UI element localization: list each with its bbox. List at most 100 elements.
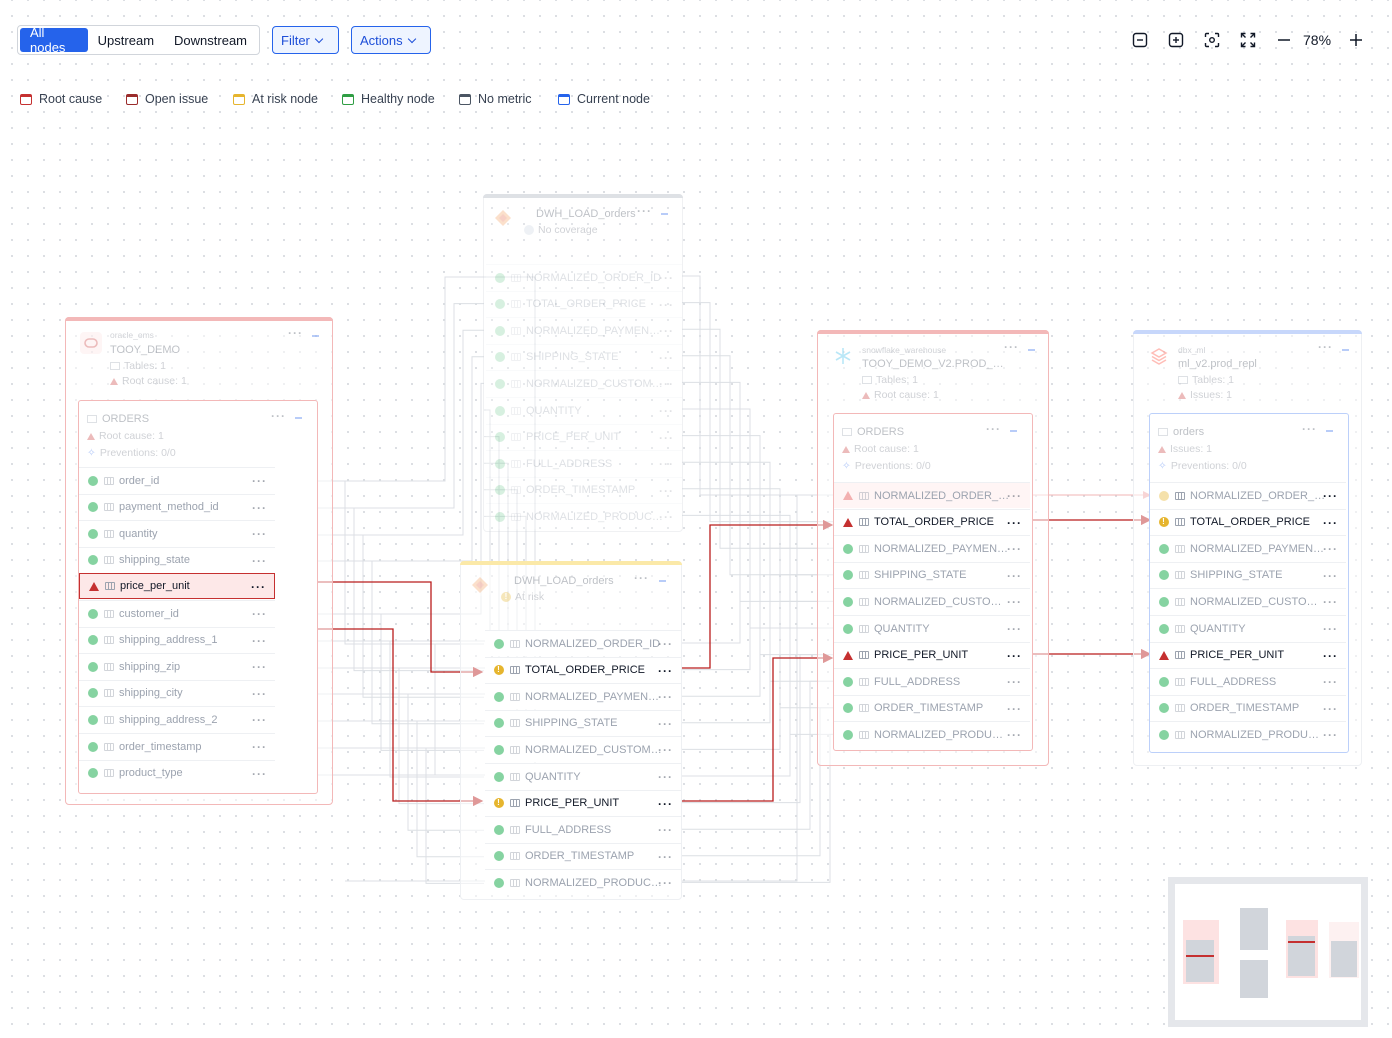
fullscreen-icon[interactable] xyxy=(1238,30,1258,50)
column-more-icon[interactable]: ··· xyxy=(252,607,267,621)
column-more-icon[interactable]: ··· xyxy=(658,823,673,838)
column-row[interactable]: shipping_state··· xyxy=(79,546,275,573)
column-row[interactable]: QUANTITY··· xyxy=(485,763,681,789)
column-more-icon[interactable]: ··· xyxy=(1323,675,1338,690)
column-more-icon[interactable]: ··· xyxy=(659,297,674,312)
view-downstream-button[interactable]: Downstream xyxy=(174,32,247,48)
column-row[interactable]: order_id··· xyxy=(79,467,275,493)
column-more-icon[interactable]: ··· xyxy=(659,483,674,498)
column-more-icon[interactable]: ··· xyxy=(1007,595,1022,610)
column-row[interactable]: product_type··· xyxy=(79,759,275,786)
column-row[interactable]: QUANTITY··· xyxy=(486,397,682,423)
column-row[interactable]: TOTAL_ORDER_PRICE··· xyxy=(486,290,682,317)
dwh-top-collapse-icon[interactable] xyxy=(661,213,668,215)
column-row[interactable]: shipping_zip··· xyxy=(79,653,275,680)
column-row[interactable]: QUANTITY··· xyxy=(834,615,1030,641)
source-node-snowflake[interactable]: snowflake_warehouse TOOY_DEMO_V2.PROD_… … xyxy=(817,330,1049,766)
column-more-icon[interactable]: ··· xyxy=(252,633,267,648)
column-more-icon[interactable]: ··· xyxy=(659,350,674,365)
snowflake-orders-table[interactable]: ORDERS Root cause: 1 ✧ Preventions: 0/0 … xyxy=(833,413,1033,751)
dwh-mid-more-icon[interactable]: ··· xyxy=(634,571,649,585)
view-all-nodes-button[interactable]: All nodes xyxy=(20,25,88,55)
column-more-icon[interactable]: ··· xyxy=(1007,728,1022,743)
column-more-icon[interactable]: ··· xyxy=(658,849,673,864)
column-row[interactable]: NORMALIZED_ORDER_…··· xyxy=(834,482,1030,508)
column-more-icon[interactable]: ··· xyxy=(1323,648,1338,663)
column-more-icon[interactable]: ··· xyxy=(1007,648,1022,663)
dwh-load-orders-node-at-risk[interactable]: DWH_LOAD_orders ! At risk ··· NORMALIZED… xyxy=(460,561,682,900)
column-more-icon[interactable]: ··· xyxy=(658,796,673,811)
snowflake-collapse-icon[interactable] xyxy=(1028,349,1035,351)
column-row[interactable]: NORMALIZED_CUSTOM…··· xyxy=(485,736,681,763)
column-row[interactable]: !PRICE_PER_UNIT··· xyxy=(485,789,681,816)
dwh-mid-collapse-icon[interactable] xyxy=(659,580,666,582)
column-more-icon[interactable]: ··· xyxy=(1323,701,1338,716)
column-more-icon[interactable]: ··· xyxy=(659,377,674,392)
column-row[interactable]: shipping_address_1··· xyxy=(79,626,275,653)
column-row[interactable]: NORMALIZED_PAYMEN…··· xyxy=(485,683,681,710)
column-more-icon[interactable]: ··· xyxy=(658,716,673,731)
column-more-icon[interactable]: ··· xyxy=(658,876,673,891)
column-more-icon[interactable]: ··· xyxy=(1323,595,1338,610)
filter-button[interactable]: Filter xyxy=(272,26,339,54)
table-more-icon[interactable]: ··· xyxy=(1302,422,1317,436)
dwh-top-more-icon[interactable]: ··· xyxy=(637,204,652,218)
column-row[interactable]: NORMALIZED_ORDER_ID··· xyxy=(486,264,682,290)
column-row[interactable]: PRICE_PER_UNIT··· xyxy=(486,423,682,450)
column-row[interactable]: SHIPPING_STATE··· xyxy=(485,709,681,736)
column-more-icon[interactable]: ··· xyxy=(252,527,267,542)
column-row[interactable]: shipping_address_2··· xyxy=(79,706,275,733)
column-row[interactable]: ORDER_TIMESTAMP··· xyxy=(485,842,681,869)
column-row[interactable]: FULL_ADDRESS··· xyxy=(485,816,681,843)
column-row[interactable]: NORMALIZED_ORDER_…··· xyxy=(1150,482,1346,508)
column-more-icon[interactable]: ··· xyxy=(658,743,673,758)
zoom-in-icon[interactable] xyxy=(1346,30,1366,50)
column-more-icon[interactable]: ··· xyxy=(659,430,674,445)
column-row[interactable]: NORMALIZED_PRODUC…··· xyxy=(486,503,682,530)
table-more-icon[interactable]: ··· xyxy=(986,422,1001,436)
column-row[interactable]: NORMALIZED_ORDER_ID··· xyxy=(485,630,681,656)
column-row[interactable]: QUANTITY··· xyxy=(1150,615,1346,641)
column-row[interactable]: NORMALIZED_CUSTOM…··· xyxy=(486,370,682,397)
column-more-icon[interactable]: ··· xyxy=(658,770,673,784)
column-more-icon[interactable]: ··· xyxy=(252,686,267,701)
column-more-icon[interactable]: ··· xyxy=(252,660,267,675)
column-row[interactable]: TOTAL_ORDER_PRICE··· xyxy=(834,508,1030,535)
column-row[interactable]: payment_method_id··· xyxy=(79,493,275,520)
column-more-icon[interactable]: ··· xyxy=(659,271,674,285)
snowflake-more-icon[interactable]: ··· xyxy=(1004,340,1019,354)
column-more-icon[interactable]: ··· xyxy=(658,690,673,705)
column-row[interactable]: FULL_ADDRESS··· xyxy=(486,450,682,477)
column-more-icon[interactable]: ··· xyxy=(658,637,673,651)
column-more-icon[interactable]: ··· xyxy=(1323,515,1338,530)
column-more-icon[interactable]: ··· xyxy=(1007,489,1022,503)
column-more-icon[interactable]: ··· xyxy=(252,766,267,781)
table-collapse-icon[interactable] xyxy=(1326,430,1333,432)
column-row[interactable]: !TOTAL_ORDER_PRICE··· xyxy=(485,656,681,683)
table-collapse-icon[interactable] xyxy=(1010,430,1017,432)
column-row[interactable]: ORDER_TIMESTAMP··· xyxy=(486,476,682,503)
column-row[interactable]: !TOTAL_ORDER_PRICE··· xyxy=(1150,508,1346,535)
oracle-collapse-icon[interactable] xyxy=(312,335,319,337)
column-more-icon[interactable]: ··· xyxy=(1323,568,1338,583)
column-row[interactable]: SHIPPING_STATE··· xyxy=(486,343,682,370)
column-row[interactable]: NORMALIZED_PRODUC…··· xyxy=(485,869,681,896)
column-row[interactable]: NORMALIZED_PAYMEN…··· xyxy=(1150,535,1346,562)
column-more-icon[interactable]: ··· xyxy=(252,713,267,728)
column-row[interactable]: NORMALIZED_PAYMEN…··· xyxy=(486,317,682,344)
column-row[interactable]: shipping_city··· xyxy=(79,679,275,706)
column-more-icon[interactable]: ··· xyxy=(1007,568,1022,583)
dwh-load-orders-node-no-coverage[interactable]: DWH_LOAD_orders No coverage ··· NORMALIZ… xyxy=(483,194,683,532)
column-more-icon[interactable]: ··· xyxy=(659,324,674,339)
oracle-more-icon[interactable]: ··· xyxy=(288,326,303,340)
column-more-icon[interactable]: ··· xyxy=(659,404,674,418)
column-row[interactable]: customer_id··· xyxy=(79,600,275,626)
dbx-orders-table[interactable]: orders Issues: 1 ✧ Preventions: 0/0 ··· … xyxy=(1149,413,1349,753)
column-row[interactable]: order_timestamp··· xyxy=(79,733,275,759)
column-row[interactable]: NORMALIZED_CUSTO…··· xyxy=(834,588,1030,615)
column-more-icon[interactable]: ··· xyxy=(658,663,673,678)
column-more-icon[interactable]: ··· xyxy=(1007,515,1022,530)
column-more-icon[interactable]: ··· xyxy=(1323,489,1338,503)
focus-current-node-icon[interactable] xyxy=(1202,30,1222,50)
